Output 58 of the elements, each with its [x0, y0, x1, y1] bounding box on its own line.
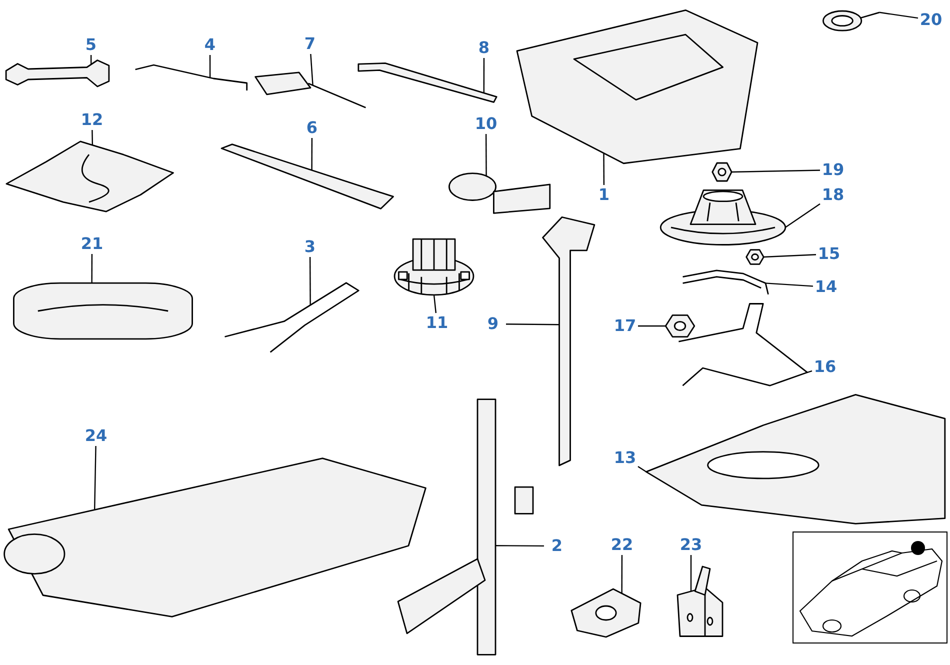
jack-head-drawing: [392, 236, 476, 298]
callout-number: 17: [612, 316, 638, 336]
leader-line: [766, 282, 814, 287]
leader-line: [311, 138, 313, 170]
callout-number: 9: [480, 314, 506, 334]
leader-line: [879, 12, 918, 19]
callout-number: 12: [79, 110, 105, 130]
leader-line: [506, 324, 560, 326]
leader-line: [483, 58, 485, 93]
tube-wrench-drawing: [218, 143, 395, 210]
callout-number: 5: [78, 35, 104, 55]
leader-line: [621, 555, 623, 594]
callout-number: 1: [591, 185, 617, 205]
extension-bar-drawing: [357, 62, 498, 103]
callout-number: 18: [820, 185, 846, 205]
callout-number: 10: [473, 114, 499, 134]
callout-number: 7: [297, 34, 323, 54]
leader-line: [91, 254, 93, 284]
nut-drawing: [665, 314, 695, 338]
leader-line: [785, 203, 820, 228]
leader-line: [92, 130, 94, 146]
leader-line: [209, 55, 211, 78]
callout-number: 20: [918, 10, 944, 30]
callout-number: 8: [471, 38, 497, 58]
leader-line: [496, 545, 544, 547]
leader-line: [310, 54, 314, 86]
callout-number: 2: [544, 536, 570, 556]
callout-number: 13: [612, 448, 638, 468]
gasket-drawing: [570, 588, 642, 638]
leader-line: [603, 154, 605, 185]
leader-line: [433, 294, 437, 314]
callout-number: 24: [83, 426, 109, 446]
callout-number: 11: [424, 313, 450, 333]
leader-line: [638, 325, 666, 327]
leader-line: [638, 466, 646, 472]
leader-line: [90, 55, 92, 64]
callout-number: 21: [79, 234, 105, 254]
nut-drawing: [712, 162, 732, 182]
callout-number: 4: [197, 35, 223, 55]
callout-number: 14: [813, 277, 839, 297]
leader-line: [485, 134, 487, 176]
callout-number: 22: [609, 535, 635, 555]
callout-number: 3: [297, 237, 323, 257]
nut-drawing: [746, 249, 764, 265]
leader-line: [807, 370, 812, 373]
callout-number: 6: [299, 118, 325, 138]
callout-number: 15: [816, 244, 842, 264]
leader-line: [764, 254, 816, 258]
callout-number: 23: [678, 535, 704, 555]
clip-drawing: [675, 565, 725, 640]
cloth-drawing: [3, 140, 175, 213]
callout-number: 19: [820, 160, 846, 180]
callout-number: 16: [812, 357, 838, 377]
leader-line: [732, 170, 820, 173]
hex-key-drawing: [133, 62, 248, 92]
leader-line: [309, 257, 311, 306]
leader-line: [690, 555, 692, 592]
leader-line: [94, 446, 96, 510]
